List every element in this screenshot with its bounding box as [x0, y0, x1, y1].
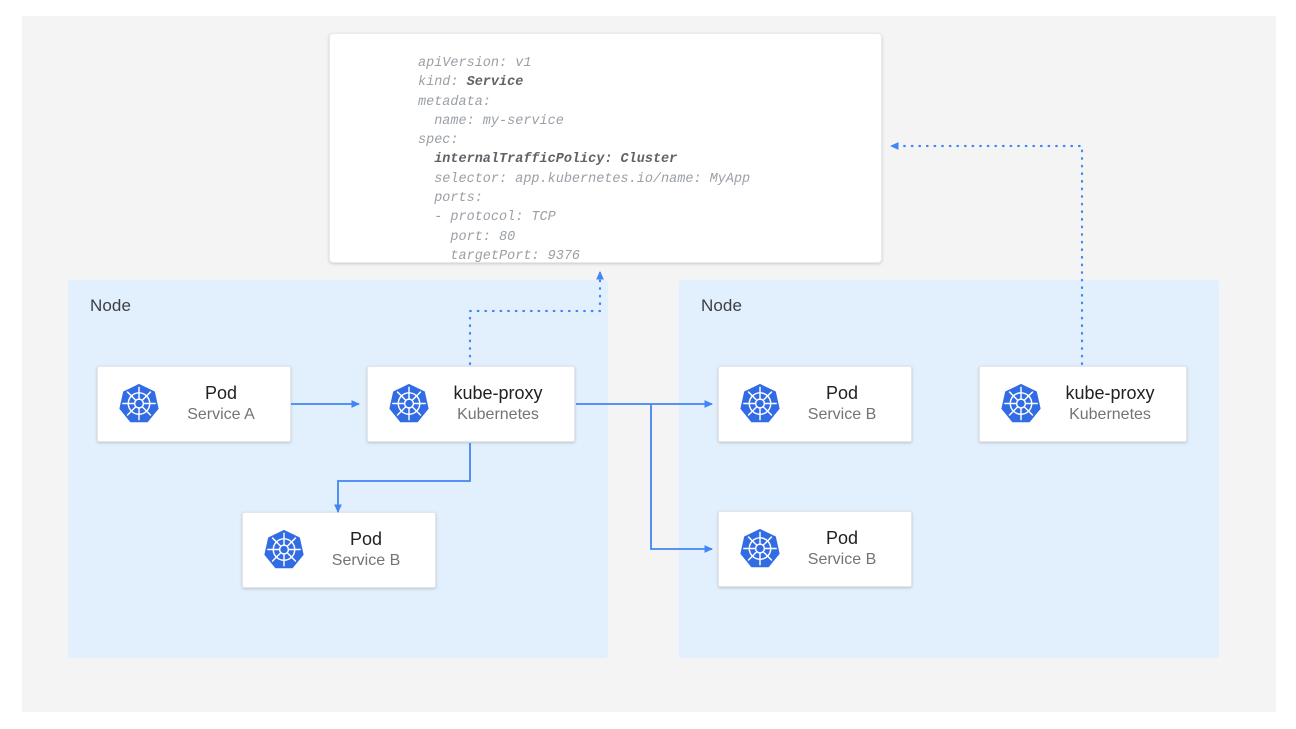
card-title: Pod: [204, 383, 238, 404]
kubernetes-icon: [737, 526, 783, 572]
pod-card-service-b-right-top[interactable]: Pod Service B: [718, 366, 912, 442]
kubernetes-icon: [737, 381, 783, 427]
node-container-right: Node: [679, 280, 1219, 658]
node-label-left: Node: [90, 296, 132, 315]
card-subtitle: Service B: [807, 550, 877, 568]
kube-proxy-card-text: kube-proxy Kubernetes: [432, 382, 574, 425]
pod-card-text: Pod Service B: [783, 527, 911, 570]
pod-card-service-a[interactable]: Pod Service A: [97, 366, 291, 442]
card-title: Pod: [825, 383, 859, 404]
kubernetes-icon: [998, 381, 1044, 427]
kubernetes-icon: [386, 381, 432, 427]
card-subtitle: Service B: [331, 551, 401, 569]
card-title: Pod: [825, 528, 859, 549]
kubernetes-icon: [261, 527, 307, 573]
service-manifest-code: apiVersion: v1 kind: Service metadata: n…: [418, 56, 751, 263]
kubernetes-icon: [116, 381, 162, 427]
service-manifest-card: apiVersion: v1 kind: Service metadata: n…: [329, 33, 882, 263]
node-label-right: Node: [701, 296, 743, 315]
kube-proxy-card-left[interactable]: kube-proxy Kubernetes: [367, 366, 575, 442]
kube-proxy-card-text: kube-proxy Kubernetes: [1044, 382, 1186, 425]
pod-card-service-b-left[interactable]: Pod Service B: [242, 512, 436, 588]
card-subtitle: Kubernetes: [1069, 405, 1151, 423]
node-container-left: Node: [68, 280, 608, 658]
card-subtitle: Service B: [807, 405, 877, 423]
card-title: kube-proxy: [1065, 383, 1155, 404]
pod-card-service-b-right-bottom[interactable]: Pod Service B: [718, 511, 912, 587]
kube-proxy-card-right[interactable]: kube-proxy Kubernetes: [979, 366, 1187, 442]
card-subtitle: Kubernetes: [457, 405, 539, 423]
card-title: Pod: [349, 529, 383, 550]
diagram-canvas: Node Node apiVersion: v1 kind: Service m…: [22, 16, 1276, 712]
pod-card-text: Pod Service B: [307, 528, 435, 571]
card-subtitle: Service A: [187, 405, 255, 423]
card-title: kube-proxy: [453, 383, 543, 404]
pod-card-text: Pod Service A: [162, 382, 290, 425]
pod-card-text: Pod Service B: [783, 382, 911, 425]
